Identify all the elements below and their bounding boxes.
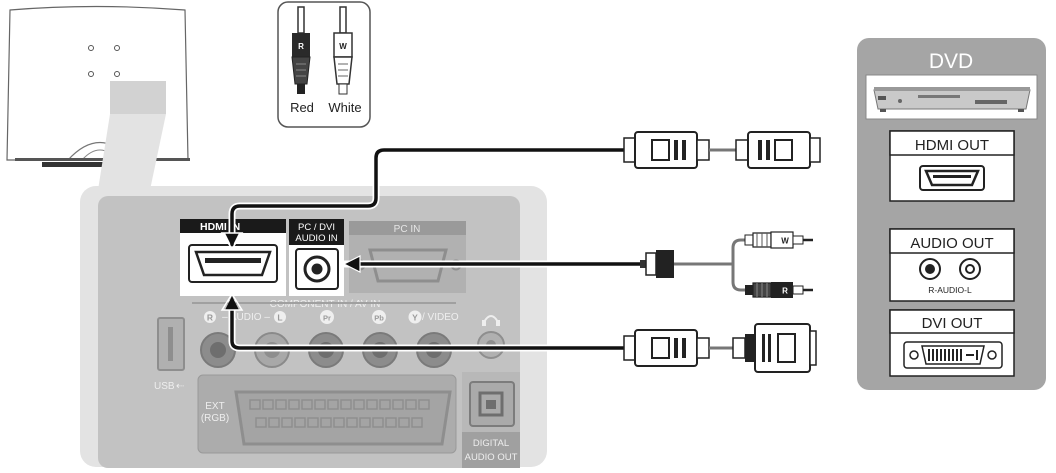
rca-plug-legend: R W Red White <box>277 1 371 128</box>
zoom-callout <box>98 114 166 190</box>
audio-text: – AUDIO – <box>222 312 270 323</box>
digital-label-2: AUDIO OUT <box>465 452 518 463</box>
hdmi-dvi-cable <box>220 292 817 373</box>
white-cable-plug-letter: W <box>781 237 789 246</box>
rgb-label: (RGB) <box>201 413 229 424</box>
tv-back-panel: HDMI IN PC / DVI AUDIO IN PC IN COMPO <box>98 196 520 468</box>
component-label: COMPONENT IN / AV IN <box>270 299 381 310</box>
red-plug-letter: R <box>298 42 304 51</box>
audio-out-sub: R-AUDIO-L <box>928 285 972 295</box>
pc-in-label: PC IN <box>394 224 421 235</box>
pc-dvi-audio-label-2: AUDIO IN <box>295 233 337 244</box>
hdmi-out-label: HDMI OUT <box>915 137 989 154</box>
tv-illustration <box>6 5 190 167</box>
white-plug-letter: W <box>339 42 347 51</box>
dvd-panel: DVD HDMI OUT AUDIO OUT <box>857 38 1046 390</box>
usb-port: USB ⇠ <box>154 317 185 392</box>
red-cable-plug-letter: R <box>782 287 788 296</box>
red-plug-icon: R <box>291 6 311 94</box>
video-text: / VIDEO <box>422 312 459 323</box>
dvi-out-label: DVI OUT <box>922 315 983 332</box>
y-badge: Y <box>412 313 418 323</box>
digital-audio-out-port: DIGITAL AUDIO OUT <box>462 372 520 468</box>
r-badge: R <box>207 313 213 323</box>
l-badge: L <box>277 313 282 323</box>
red-label: Red <box>290 100 314 115</box>
pc-dvi-audio-label-1: PC / DVI <box>298 222 335 233</box>
pc-dvi-audio-in-port: PC / DVI AUDIO IN <box>289 219 344 296</box>
pc-in-port: PC IN <box>349 221 466 293</box>
ext-label: EXT <box>205 401 224 412</box>
audio-cable: W R <box>342 231 813 298</box>
pb-badge: Pb <box>374 314 384 323</box>
dvd-player-icon <box>865 74 1038 120</box>
hdmi-cable <box>220 131 821 251</box>
dvd-title: DVD <box>929 50 973 73</box>
dvd-audio-out: AUDIO OUT R-AUDIO-L <box>889 228 1015 302</box>
usb-icon: ⇠ <box>176 381 184 392</box>
pr-badge: Pr <box>323 314 331 323</box>
white-label: White <box>328 100 361 115</box>
usb-label: USB <box>154 381 175 392</box>
ext-rgb-port: EXT (RGB) <box>197 374 457 454</box>
dvd-hdmi-out: HDMI OUT <box>889 130 1015 202</box>
dvd-dvi-out: DVI OUT <box>889 309 1015 377</box>
digital-label-1: DIGITAL <box>473 438 509 449</box>
audio-out-label: AUDIO OUT <box>910 235 993 252</box>
white-plug-icon: W <box>333 6 353 95</box>
